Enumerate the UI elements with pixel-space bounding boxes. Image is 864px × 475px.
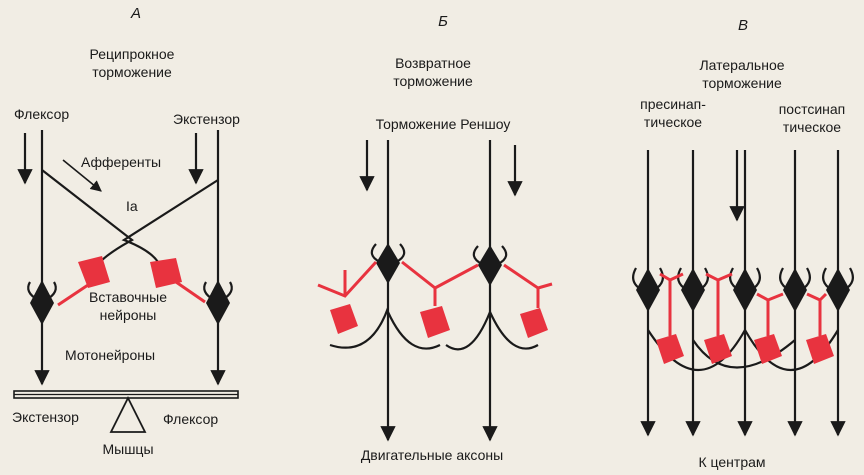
postsynaptic-label-line-1: постсинап <box>778 101 846 117</box>
panel-c-letter: В <box>737 17 749 34</box>
flexor-label: Флексор <box>14 106 70 122</box>
muscle-flexor-label: Флексор <box>163 411 219 427</box>
motoneurons-label: Мотонейроны <box>65 347 156 363</box>
flexor-motoneuron <box>30 280 54 325</box>
panel-b-letter: Б <box>438 13 448 30</box>
renshaw-cell-right <box>520 308 548 338</box>
recurrent-collateral-3 <box>445 311 492 351</box>
panel-a-neurons <box>30 256 230 325</box>
ia-label: Ia <box>126 198 138 214</box>
panel-c-title-line-1: Латеральное <box>699 57 785 73</box>
flexor-interneuron <box>78 256 110 288</box>
panel-a-graphic <box>13 130 239 433</box>
panel-a-title-line-1: Реципрокное <box>89 46 175 62</box>
panel-c-neurons <box>636 268 850 364</box>
lateral-neuron-1 <box>636 268 660 312</box>
recurrent-collateral-2 <box>387 311 441 350</box>
afferents-label: Афференты <box>81 154 162 170</box>
interneurons-label-line-2: нейроны <box>99 307 157 323</box>
recurrent-collateral-1 <box>329 307 390 349</box>
flexor-interneuron-axon <box>57 283 89 307</box>
to-centers-label: К центрам <box>698 454 766 470</box>
extensor-interneuron <box>150 258 182 288</box>
motoneuron-right <box>478 245 502 286</box>
panel-b-title-line-2: торможение <box>393 73 473 89</box>
renshaw-cell-middle <box>420 306 450 338</box>
lateral-neuron-2 <box>681 268 705 312</box>
lateral-interneuron-1 <box>656 334 684 364</box>
interneurons-label-line-1: Вставочные <box>88 289 168 305</box>
recurrent-collateral-4 <box>489 311 539 350</box>
lateral-inhibitory-axons <box>659 272 828 336</box>
presynaptic-label-line-1: пресинап- <box>640 96 706 112</box>
renshaw-inhibition-label: Торможение Реншоу <box>375 116 511 132</box>
panel-b-title-line-1: Возвратное <box>395 55 471 71</box>
panel-a-letter: А <box>130 5 142 22</box>
panel-c-title-line-2: торможение <box>702 75 782 91</box>
renshaw-inhibitory-axons <box>317 260 553 308</box>
lateral-neuron-3 <box>733 268 757 312</box>
extensor-motoneuron <box>206 280 230 325</box>
presynaptic-label-line-2: тическое <box>643 114 703 130</box>
lateral-interneuron-3 <box>754 334 782 364</box>
afferent-direction-arrow <box>62 159 102 192</box>
flexor-ia-afferent <box>41 169 134 263</box>
panel-a-title-line-2: торможение <box>92 64 172 80</box>
panel-b-neurons <box>317 243 553 338</box>
lateral-neuron-5 <box>826 268 850 312</box>
motoneuron-left <box>376 243 400 284</box>
lateral-interneuron-2 <box>704 334 732 364</box>
extensor-label: Экстензор <box>173 111 240 127</box>
extensor-ia-afferent <box>121 179 219 263</box>
extensor-interneuron-axon <box>175 280 206 304</box>
fulcrum-triangle <box>109 395 147 433</box>
motor-axons-label: Двигательные аксоны <box>360 447 504 463</box>
postsynaptic-label-line-2: тическое <box>782 119 842 135</box>
lateral-synapses <box>631 267 855 291</box>
renshaw-cell-left <box>330 304 358 334</box>
lateral-neuron-4 <box>783 268 807 312</box>
lateral-interneuron-4 <box>806 334 834 364</box>
muscle-extensor-label: Экстензор <box>12 409 79 425</box>
muscles-label: Мышцы <box>102 441 154 457</box>
